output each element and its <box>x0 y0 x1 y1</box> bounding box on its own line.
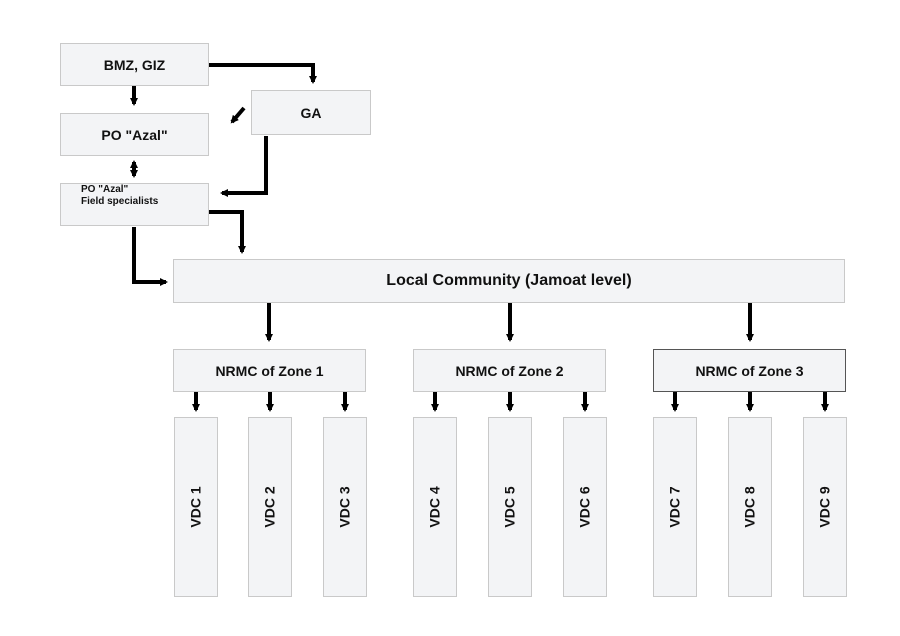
bmz-giz-label: BMZ, GIZ <box>103 56 166 73</box>
vdc-3-label: VDC 3 <box>336 486 353 528</box>
vdc-4-label: VDC 4 <box>426 486 443 528</box>
nrmc-zone-2-label: NRMC of Zone 2 <box>455 362 564 379</box>
arrow-bmz-to-ga <box>209 63 317 84</box>
ga-box: GA <box>251 90 371 135</box>
ga-label: GA <box>300 104 322 121</box>
arrow-field-to-community-right <box>209 210 246 254</box>
vdc-2-label: VDC 2 <box>261 486 278 528</box>
nrmc-zone-3-label: NRMC of Zone 3 <box>695 362 804 379</box>
vdc-6-label: VDC 6 <box>576 486 593 528</box>
nrmc-zone-3-box: NRMC of Zone 3 <box>653 349 846 392</box>
arrow-ga-to-po <box>230 106 246 124</box>
vdc-9-box: VDC 9 <box>803 417 847 597</box>
bmz-giz-box: BMZ, GIZ <box>60 43 209 86</box>
vdc-5-box: VDC 5 <box>488 417 532 597</box>
po-field-specialists-box: PO "Azal" Field specialists <box>60 183 209 226</box>
vdc-1-box: VDC 1 <box>174 417 218 597</box>
vdc-1-label: VDC 1 <box>187 486 204 528</box>
po-azal-label: PO "Azal" <box>101 126 168 143</box>
local-community-label: Local Community (Jamoat level) <box>386 272 632 289</box>
arrow-ga-to-field <box>220 136 268 197</box>
vdc-7-box: VDC 7 <box>653 417 697 597</box>
po-azal-box: PO "Azal" <box>60 113 209 156</box>
vdc-3-box: VDC 3 <box>323 417 367 597</box>
nrmc-zone-1-label: NRMC of Zone 1 <box>215 362 324 379</box>
vdc-2-box: VDC 2 <box>248 417 292 597</box>
vdc-5-label: VDC 5 <box>501 486 518 528</box>
vdc-7-label: VDC 7 <box>666 486 683 528</box>
vdc-8-box: VDC 8 <box>728 417 772 597</box>
vdc-8-label: VDC 8 <box>741 486 758 528</box>
vdc-6-box: VDC 6 <box>563 417 607 597</box>
local-community-box: Local Community (Jamoat level) <box>173 259 845 303</box>
nrmc-zone-2-box: NRMC of Zone 2 <box>413 349 606 392</box>
po-field-line1: PO "Azal" <box>81 184 129 195</box>
nrmc-zone-1-box: NRMC of Zone 1 <box>173 349 366 392</box>
vdc-4-box: VDC 4 <box>413 417 457 597</box>
po-field-line2: Field specialists <box>81 196 159 207</box>
vdc-9-label: VDC 9 <box>816 486 833 528</box>
arrow-field-to-community-left <box>132 227 168 286</box>
